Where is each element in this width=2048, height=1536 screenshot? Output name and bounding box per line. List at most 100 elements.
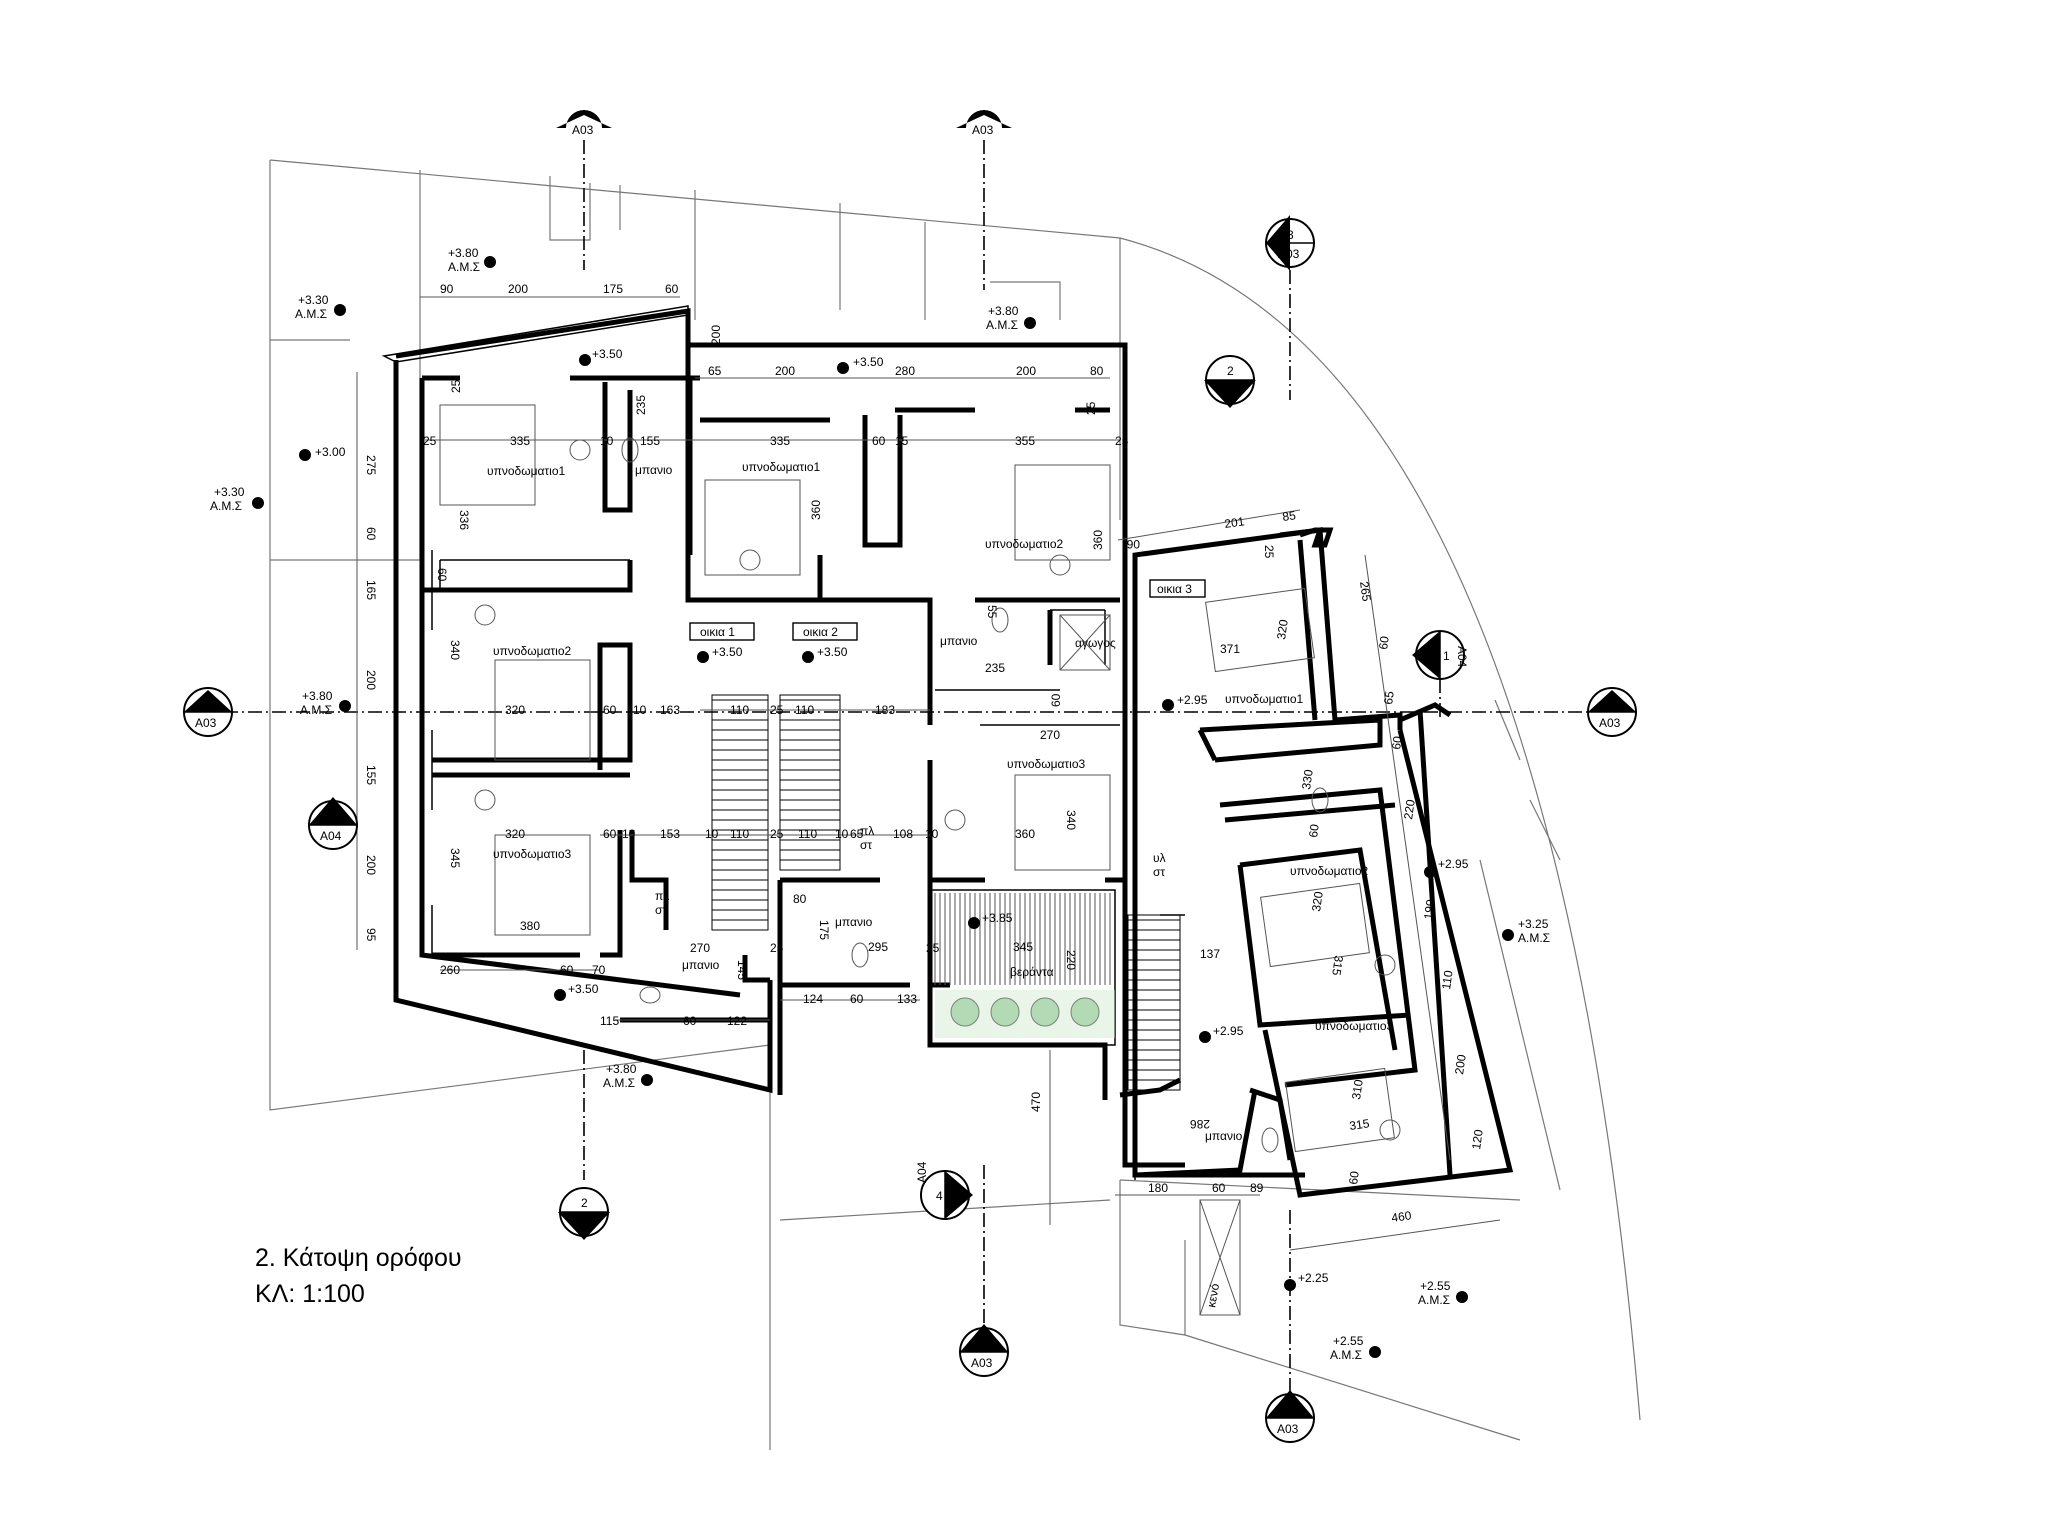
- svg-text:25: 25: [770, 827, 784, 841]
- svg-text:Α03: Α03: [571, 1215, 593, 1229]
- svg-text:4: 4: [936, 1189, 943, 1203]
- svg-text:1: 1: [1443, 649, 1450, 663]
- svg-text:330: 330: [1299, 768, 1316, 790]
- level-marker: +3.50: [837, 355, 884, 374]
- svg-text:315: 315: [1329, 955, 1346, 977]
- svg-text:260: 260: [440, 963, 460, 977]
- svg-text:275: 275: [364, 455, 378, 475]
- svg-text:336: 336: [457, 510, 471, 530]
- svg-text:+3.80: +3.80: [606, 1062, 637, 1076]
- svg-text:371: 371: [1220, 642, 1240, 656]
- level-marker: +2.55 Α.Μ.Σ: [1418, 1279, 1468, 1307]
- svg-text:270: 270: [690, 941, 710, 955]
- svg-text:320: 320: [1309, 890, 1326, 912]
- svg-text:235: 235: [634, 395, 648, 415]
- svg-text:122: 122: [727, 1014, 747, 1028]
- svg-text:Α03: Α03: [1278, 247, 1300, 261]
- svg-text:+2.55: +2.55: [1420, 1279, 1451, 1293]
- svg-text:Α.Μ.Σ: Α.Μ.Σ: [1418, 1293, 1450, 1307]
- svg-text:25: 25: [1084, 401, 1098, 415]
- svg-text:10: 10: [622, 827, 636, 841]
- svg-text:235: 235: [985, 661, 1005, 675]
- svg-text:335: 335: [510, 434, 530, 448]
- svg-text:320: 320: [505, 703, 525, 717]
- level-marker: +3.80 Α.Μ.Σ: [448, 246, 496, 274]
- room-label: υλ: [1153, 851, 1166, 865]
- svg-text:+3.50: +3.50: [592, 347, 623, 361]
- site-outline: [269, 159, 1641, 1450]
- svg-text:200: 200: [709, 325, 723, 345]
- svg-text:60: 60: [435, 568, 449, 582]
- room-label: πλ: [655, 889, 669, 903]
- room-label: στ: [860, 838, 872, 852]
- svg-text:265: 265: [1357, 580, 1374, 602]
- section-marker: Α03: [956, 110, 1012, 137]
- section-lines: [200, 140, 1590, 1400]
- svg-text:60: 60: [364, 527, 378, 541]
- svg-text:Α04: Α04: [320, 829, 342, 843]
- svg-text:+3.50: +3.50: [568, 982, 599, 996]
- section-marker: 1 Α03: [183, 687, 233, 737]
- svg-text:95: 95: [364, 928, 378, 942]
- room-label: βεράντα: [1010, 965, 1054, 979]
- level-marker: +2.25: [1284, 1271, 1329, 1291]
- section-marker: 3 Α03: [959, 1324, 1009, 1377]
- svg-text:345: 345: [1013, 940, 1033, 954]
- svg-text:Α04: Α04: [1216, 382, 1238, 396]
- svg-text:133: 133: [897, 992, 917, 1006]
- svg-text:3: 3: [1287, 1402, 1294, 1416]
- svg-text:80: 80: [1090, 364, 1104, 378]
- svg-text:06: 06: [1126, 537, 1140, 551]
- svg-text:155: 155: [364, 765, 378, 785]
- svg-text:90: 90: [440, 282, 454, 296]
- dwelling-3-label: οικια 3: [1157, 582, 1192, 596]
- level-marker: +2.55 Α.Μ.Σ: [1330, 1334, 1381, 1362]
- svg-text:25: 25: [770, 941, 784, 955]
- svg-text:Α.Μ.Σ: Α.Μ.Σ: [295, 307, 327, 321]
- svg-text:3: 3: [981, 1336, 988, 1350]
- svg-text:470: 470: [1029, 1092, 1043, 1112]
- svg-text:+3.30: +3.30: [298, 293, 329, 307]
- section-marker: 2 Α04: [1204, 355, 1256, 408]
- svg-text:89: 89: [1250, 1181, 1264, 1195]
- svg-text:Α03: Α03: [1277, 1422, 1299, 1436]
- title-line-1: 2. Κάτοψη ορόφου: [255, 1244, 462, 1272]
- svg-text:60: 60: [1049, 693, 1063, 707]
- svg-text:25: 25: [770, 703, 784, 717]
- svg-text:335: 335: [770, 434, 790, 448]
- svg-text:345: 345: [448, 848, 462, 868]
- svg-text:10: 10: [705, 827, 719, 841]
- svg-text:2: 2: [1227, 364, 1234, 378]
- section-marker: 2 Α03: [558, 1187, 610, 1240]
- svg-text:Α03: Α03: [1599, 716, 1621, 730]
- section-marker: 4 Α04: [915, 1161, 973, 1220]
- svg-text:25: 25: [449, 379, 463, 393]
- level-marker: +3.50: [554, 982, 599, 1001]
- svg-text:137: 137: [1200, 947, 1220, 961]
- svg-text:200: 200: [1016, 364, 1036, 378]
- svg-text:10: 10: [633, 703, 647, 717]
- svg-text:Α03: Α03: [972, 123, 994, 137]
- level-marker: +3.30 Α.Μ.Σ: [210, 485, 264, 513]
- svg-text:25: 25: [926, 941, 940, 955]
- section-marker: Α03: [556, 110, 612, 137]
- svg-text:Α03: Α03: [572, 123, 594, 137]
- svg-text:320: 320: [505, 827, 525, 841]
- level-marker: +3.00: [299, 445, 346, 461]
- level-marker: +3.50: [579, 347, 623, 366]
- svg-text:Α.Μ.Σ: Α.Μ.Σ: [603, 1076, 635, 1090]
- level-marker: +2.95: [1162, 693, 1208, 711]
- svg-text:220: 220: [1401, 798, 1418, 820]
- svg-text:55: 55: [985, 605, 999, 619]
- room-label: υπνοδωματιο1: [1225, 692, 1303, 706]
- svg-text:25: 25: [1262, 545, 1276, 559]
- svg-text:80: 80: [793, 892, 807, 906]
- room-label: κενό: [1204, 1282, 1222, 1308]
- svg-text:124: 124: [803, 992, 823, 1006]
- dwelling-3-tag: [1149, 579, 1206, 598]
- svg-text:25: 25: [423, 434, 437, 448]
- svg-text:60: 60: [603, 827, 617, 841]
- svg-text:200: 200: [1452, 1053, 1469, 1075]
- room-label: αγωγος: [1075, 636, 1116, 650]
